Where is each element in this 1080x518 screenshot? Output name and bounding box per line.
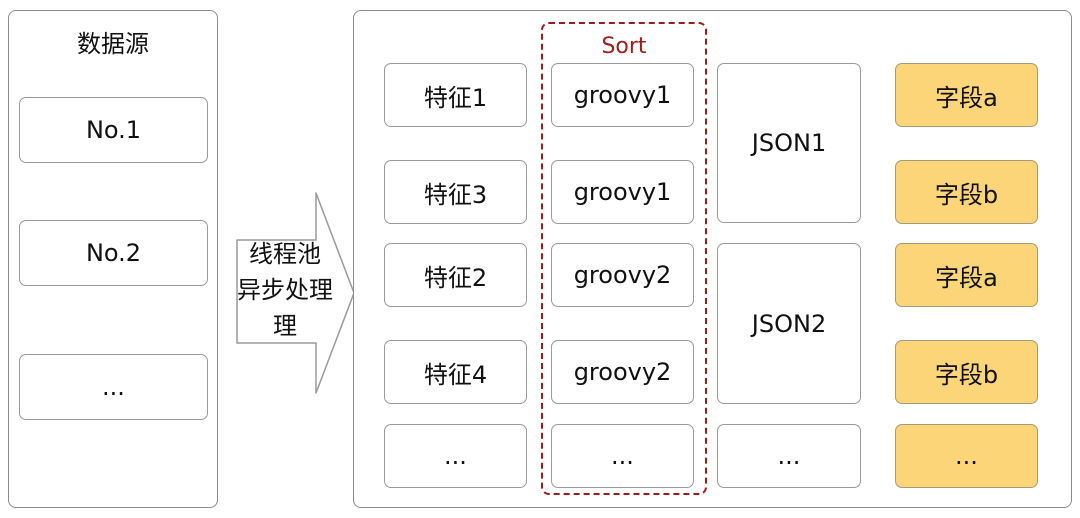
data-source-title: 数据源 bbox=[77, 30, 149, 58]
feature-item: 特征3 bbox=[384, 160, 527, 224]
field-item: ... bbox=[895, 424, 1038, 488]
process-arrow-line-3: 理 bbox=[273, 312, 297, 340]
field-item: 字段b bbox=[895, 160, 1038, 224]
script-item: groovy1 bbox=[551, 160, 694, 224]
field-item: 字段b bbox=[895, 340, 1038, 404]
process-arrow-line-2: 异步处理 bbox=[237, 276, 333, 304]
json-item: JSON1 bbox=[717, 63, 861, 223]
script-item: groovy1 bbox=[551, 63, 694, 127]
source-item-2: No.2 bbox=[19, 220, 208, 286]
feature-item: ... bbox=[384, 424, 527, 488]
field-item: 字段a bbox=[895, 63, 1038, 127]
feature-item: 特征4 bbox=[384, 340, 527, 404]
feature-item: 特征1 bbox=[384, 63, 527, 127]
script-item: groovy2 bbox=[551, 243, 694, 307]
json-item: ... bbox=[717, 424, 861, 488]
feature-item: 特征2 bbox=[384, 243, 527, 307]
sort-frame bbox=[541, 22, 707, 495]
source-item-more: ... bbox=[19, 354, 208, 420]
script-item: ... bbox=[551, 424, 694, 488]
sort-label: Sort bbox=[601, 34, 647, 59]
source-item-1: No.1 bbox=[19, 97, 208, 163]
json-item: JSON2 bbox=[717, 243, 861, 404]
process-arrow-label: 线程池 异步处理 理 bbox=[235, 236, 335, 344]
process-arrow-line-1: 线程池 bbox=[249, 240, 321, 268]
field-item: 字段a bbox=[895, 243, 1038, 307]
script-item: groovy2 bbox=[551, 340, 694, 404]
